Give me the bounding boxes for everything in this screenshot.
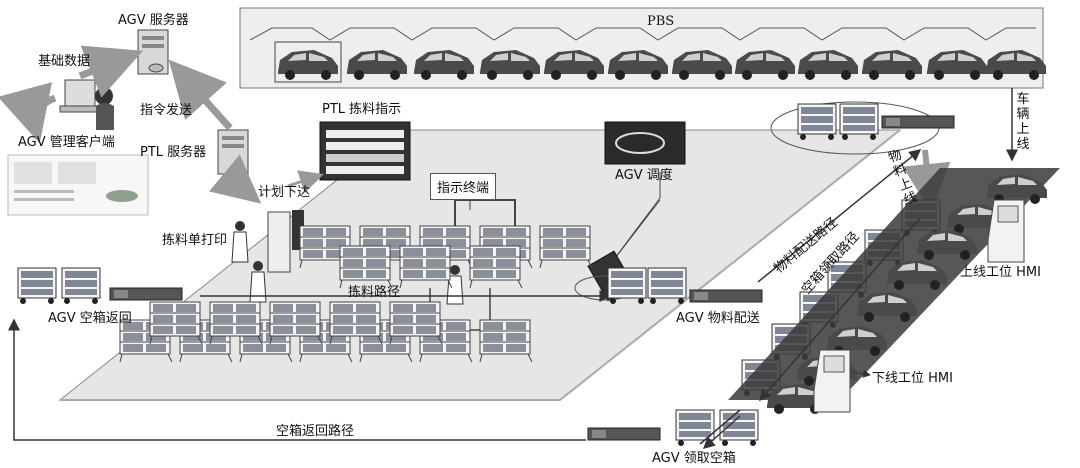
agv-dispatch-label: AGV 调度 <box>615 168 673 183</box>
agv-material-delivery-label: AGV 物料配送 <box>676 311 760 326</box>
pick-list-print-label: 拣料单打印 <box>162 233 228 248</box>
online-station-hmi-label: 上线工位 HMI <box>960 265 1041 280</box>
basic-data-label: 基础数据 <box>38 54 91 69</box>
ptl-picking-indicator-label: PTL 拣料指示 <box>322 102 402 117</box>
agv-client-label: AGV 管理客户端 <box>18 135 115 150</box>
indicator-terminal-box: 指示终端 <box>430 173 497 200</box>
command-send-label: 指令发送 <box>140 103 193 118</box>
offline-station-hmi-label: 下线工位 HMI <box>872 371 953 386</box>
ptl-server-label: PTL 服务器 <box>140 145 207 160</box>
pbs-label: PBS <box>647 14 675 29</box>
plan-release-label: 计划下达 <box>258 185 311 200</box>
picking-path-label: 拣料路径 <box>348 285 401 300</box>
agv-empty-return-label: AGV 空箱返回 <box>48 311 132 326</box>
empty-box-return-path-label: 空箱返回路径 <box>276 424 355 439</box>
agv-server-label: AGV 服务器 <box>118 13 189 28</box>
agv-pickup-empty-box-label: AGV 领取空箱 <box>652 451 736 466</box>
vehicle-online-label: 车辆上线 <box>1016 92 1030 152</box>
